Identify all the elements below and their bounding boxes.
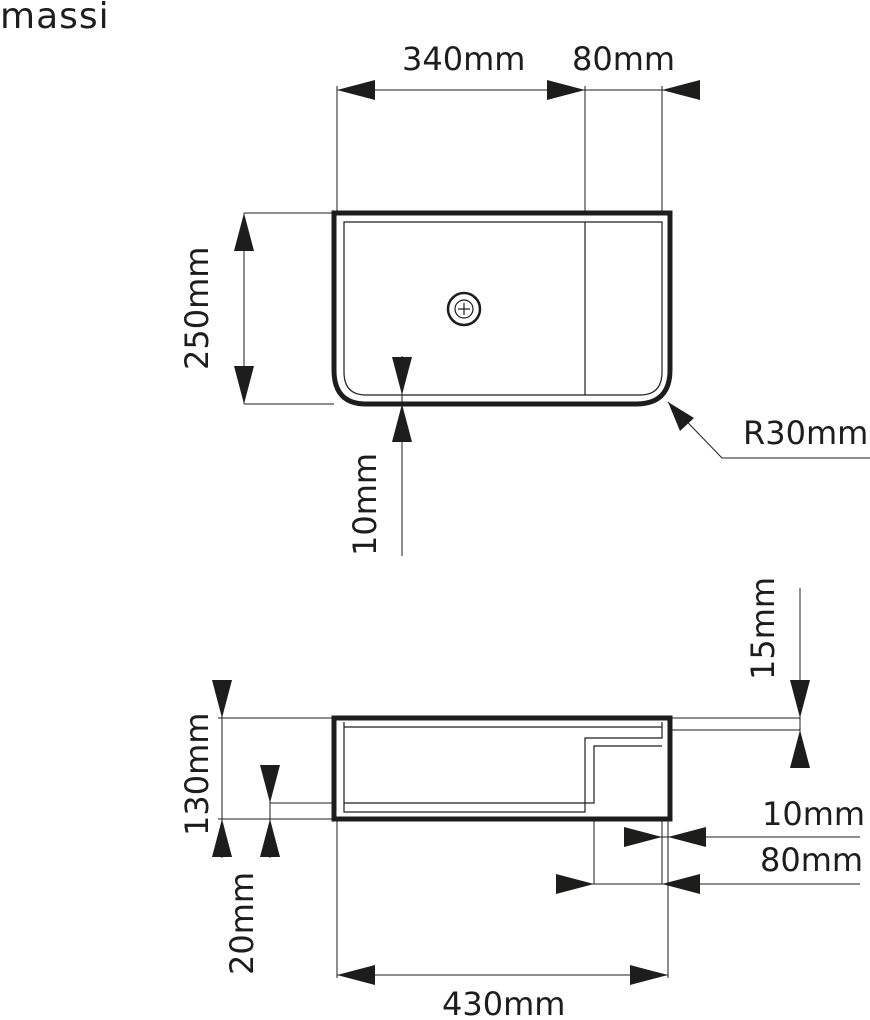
top-thickness-label: 15mm	[744, 577, 782, 680]
side-view-arrows	[212, 680, 810, 985]
top-view	[243, 86, 870, 556]
bottom-thickness-label: 20mm	[223, 872, 261, 975]
arrowhead	[662, 80, 700, 100]
basin-outline-top	[331, 210, 673, 407]
arrowhead	[547, 80, 585, 100]
width-label: 340mm	[402, 40, 525, 78]
arrowhead	[212, 819, 232, 857]
arrowhead	[212, 680, 232, 718]
length-label: 430mm	[442, 985, 565, 1020]
arrowhead	[668, 402, 694, 431]
brand-logo: massi	[0, 0, 110, 37]
basin-outline-side	[331, 715, 673, 822]
shelf-width-label: 80mm	[572, 40, 675, 78]
arrowhead	[624, 827, 662, 847]
arrowhead	[337, 965, 375, 985]
arrowhead	[790, 730, 810, 768]
arrowhead	[556, 874, 594, 894]
arrowhead	[234, 366, 254, 404]
top-view-arrows	[234, 80, 700, 442]
arrowhead	[337, 80, 375, 100]
rim-label: 10mm	[346, 453, 384, 556]
arrowhead	[234, 213, 254, 251]
depth-label: 250mm	[178, 247, 216, 370]
arrowhead	[630, 965, 668, 985]
basin-inner-rim	[343, 221, 663, 396]
basin-inner-profile	[343, 722, 663, 813]
side-view	[218, 588, 860, 978]
arrowhead	[392, 404, 412, 442]
arrowhead	[668, 827, 706, 847]
arrowhead	[392, 357, 412, 395]
radius-label: R30mm	[743, 414, 868, 452]
arrowhead	[260, 819, 280, 857]
arrowhead	[662, 874, 700, 894]
height-label: 130mm	[178, 713, 216, 836]
basin-inner-profile-2	[344, 745, 662, 804]
arrowhead	[260, 765, 280, 803]
shelf-label: 80mm	[760, 841, 863, 879]
wall-label: 10mm	[762, 795, 865, 833]
arrowhead	[790, 680, 810, 718]
drain-icon	[446, 291, 482, 327]
